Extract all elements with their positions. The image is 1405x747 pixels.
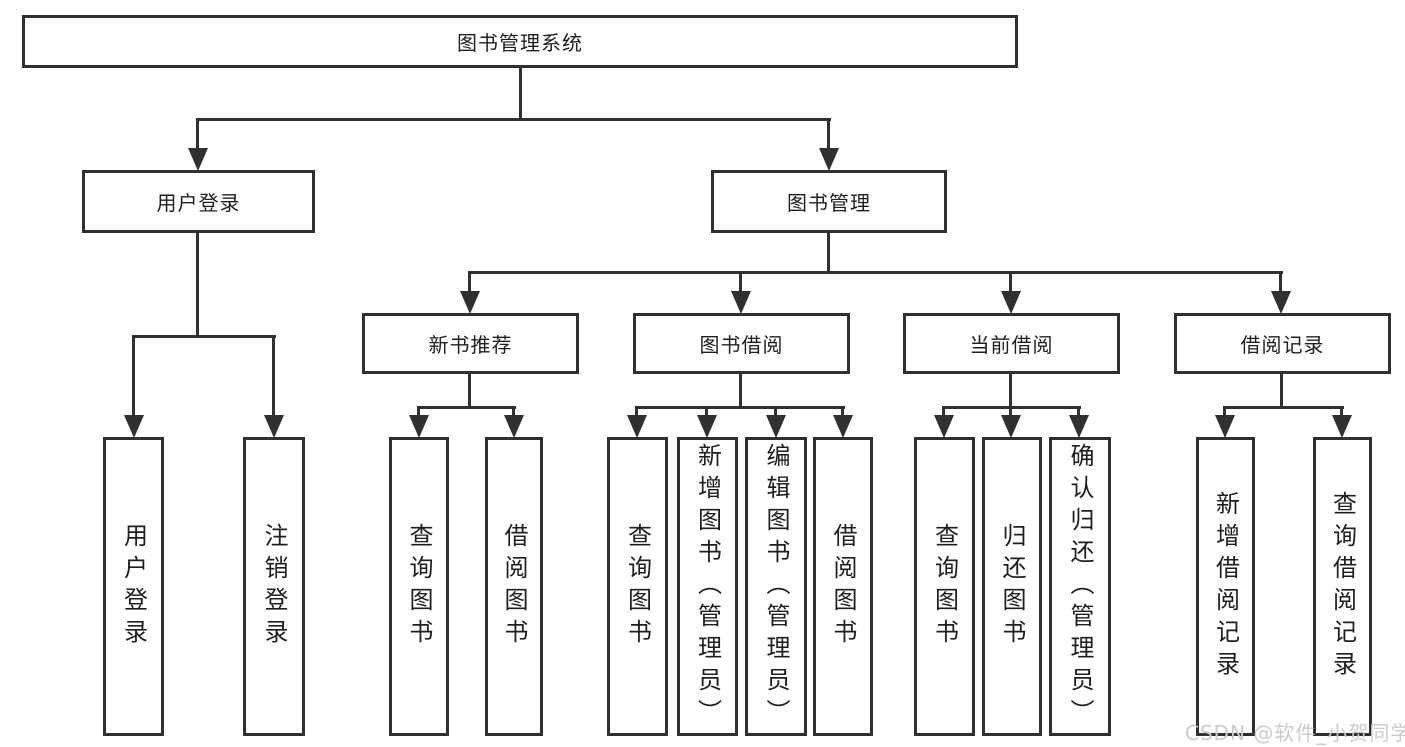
connector-book-mgmt-bar — [469, 271, 1283, 274]
leaf-query-books-current: 查询图书 — [914, 437, 975, 736]
connector-drop — [417, 406, 420, 417]
node-current-borrowing-label: 当前借阅 — [969, 333, 1054, 357]
node-new-book-recommend: 新书推荐 — [362, 313, 579, 374]
leaf-query-books-recommend: 查询图书 — [389, 437, 449, 736]
connector-leaf-login-drop — [132, 335, 135, 415]
leaf-user-login-label: 用户登录 — [119, 522, 148, 651]
connector-borrowing-drop — [739, 271, 742, 293]
arrowhead-query-recommend — [409, 415, 429, 438]
arrowhead-return-books — [1001, 415, 1021, 438]
node-borrowing-records-label: 借阅记录 — [1240, 333, 1325, 357]
leaf-return-books-label: 归还图书 — [998, 522, 1026, 651]
arrowhead-borrow-recommend — [504, 415, 524, 438]
arrowhead-confirm-return — [1069, 415, 1089, 438]
connector-book-mgmt-drop — [827, 118, 830, 150]
leaf-query-books-borrowing: 查询图书 — [607, 437, 668, 736]
connector-drop — [705, 406, 708, 417]
arrowhead-current — [1001, 291, 1021, 314]
arrowhead-add-books — [697, 415, 717, 438]
node-root-label: 图书管理系统 — [457, 31, 583, 55]
leaf-query-borrow-record-label: 查询借阅记录 — [1328, 490, 1357, 683]
connector-drop — [635, 406, 638, 417]
arrowhead-new-book — [460, 291, 480, 314]
node-current-borrowing: 当前借阅 — [903, 313, 1120, 374]
arrowhead-book-mgmt — [819, 148, 839, 171]
connector-borrowing-stem — [739, 374, 742, 406]
connector-current-drop — [1009, 271, 1012, 293]
connector-new-book-stem — [468, 374, 471, 406]
arrowhead-edit-books — [766, 415, 786, 438]
leaf-borrow-books-recommend-label: 借阅图书 — [500, 522, 528, 651]
leaf-borrow-books-label: 借阅图书 — [829, 522, 857, 651]
connector-book-mgmt-stem — [827, 233, 830, 271]
arrowhead-leaf-logout — [264, 415, 284, 438]
connector-records-stem — [1280, 374, 1283, 406]
leaf-confirm-return-admin: 确认归还（管理员） — [1049, 437, 1111, 736]
arrowhead-add-record — [1215, 415, 1235, 438]
leaf-query-books-borrowing-label: 查询图书 — [623, 522, 652, 651]
leaf-return-books: 归还图书 — [982, 437, 1042, 736]
node-book-management: 图书管理 — [711, 170, 947, 233]
connector-root-stem — [519, 68, 522, 118]
node-book-borrowing-label: 图书借阅 — [699, 333, 784, 357]
node-root: 图书管理系统 — [22, 15, 1018, 68]
arrowhead-query-record — [1332, 415, 1352, 438]
connector-drop — [1009, 406, 1012, 417]
node-user-login-label: 用户登录 — [156, 191, 241, 215]
connector-root-bar — [197, 118, 831, 121]
node-book-management-label: 图书管理 — [787, 191, 871, 215]
connector-drop — [942, 406, 945, 417]
connector-user-login-stem — [196, 233, 199, 335]
arrowhead-user-login — [188, 148, 208, 171]
arrowhead-borrow-books — [833, 415, 853, 438]
connector-drop — [1077, 406, 1080, 417]
connector-user-login-drop — [196, 118, 199, 150]
connector-borrowing-bar — [635, 406, 845, 409]
leaf-query-books-current-label: 查询图书 — [930, 522, 959, 651]
arrowhead-borrowing — [731, 291, 751, 314]
arrowhead-query-borrowing — [627, 415, 647, 438]
leaf-logout: 注销登录 — [243, 437, 305, 736]
connector-drop — [841, 406, 844, 417]
leaf-add-books-admin-label: 新增图书（管理员） — [693, 442, 722, 731]
connector-leaf-logout-drop — [272, 335, 275, 415]
connector-records-bar — [1223, 406, 1344, 409]
csdn-watermark: CSDN @软件_小贺同学 — [1185, 721, 1405, 745]
arrowhead-records — [1271, 291, 1291, 314]
leaf-query-books-recommend-label: 查询图书 — [405, 522, 433, 651]
leaf-confirm-return-admin-label: 确认归还（管理员） — [1066, 442, 1094, 731]
leaf-borrow-books-recommend: 借阅图书 — [485, 437, 543, 736]
connector-new-book-bar — [417, 406, 516, 409]
leaf-borrow-books: 借阅图书 — [813, 437, 873, 736]
leaf-add-borrow-record: 新增借阅记录 — [1196, 437, 1255, 736]
node-user-login: 用户登录 — [82, 170, 315, 233]
arrowhead-leaf-login — [124, 415, 144, 438]
connector-drop — [512, 406, 515, 417]
arrowhead-query-current — [934, 415, 954, 438]
leaf-add-books-admin: 新增图书（管理员） — [677, 437, 738, 736]
leaf-query-borrow-record: 查询借阅记录 — [1313, 437, 1372, 736]
connector-user-login-bar — [133, 335, 276, 338]
leaf-edit-books-admin: 编辑图书（管理员） — [745, 437, 807, 736]
connector-drop — [1340, 406, 1343, 417]
leaf-edit-books-admin-label: 编辑图书（管理员） — [762, 442, 790, 731]
connector-current-stem — [1009, 374, 1012, 406]
connector-drop — [1223, 406, 1226, 417]
leaf-logout-label: 注销登录 — [260, 522, 288, 651]
leaf-user-login: 用户登录 — [103, 437, 164, 736]
connector-drop — [774, 406, 777, 417]
node-borrowing-records: 借阅记录 — [1174, 313, 1391, 374]
connector-records-drop — [1279, 271, 1282, 293]
node-book-borrowing: 图书借阅 — [633, 313, 850, 374]
leaf-add-borrow-record-label: 新增借阅记录 — [1211, 490, 1240, 683]
node-new-book-recommend-label: 新书推荐 — [428, 333, 513, 357]
connector-new-book-drop — [468, 271, 471, 293]
